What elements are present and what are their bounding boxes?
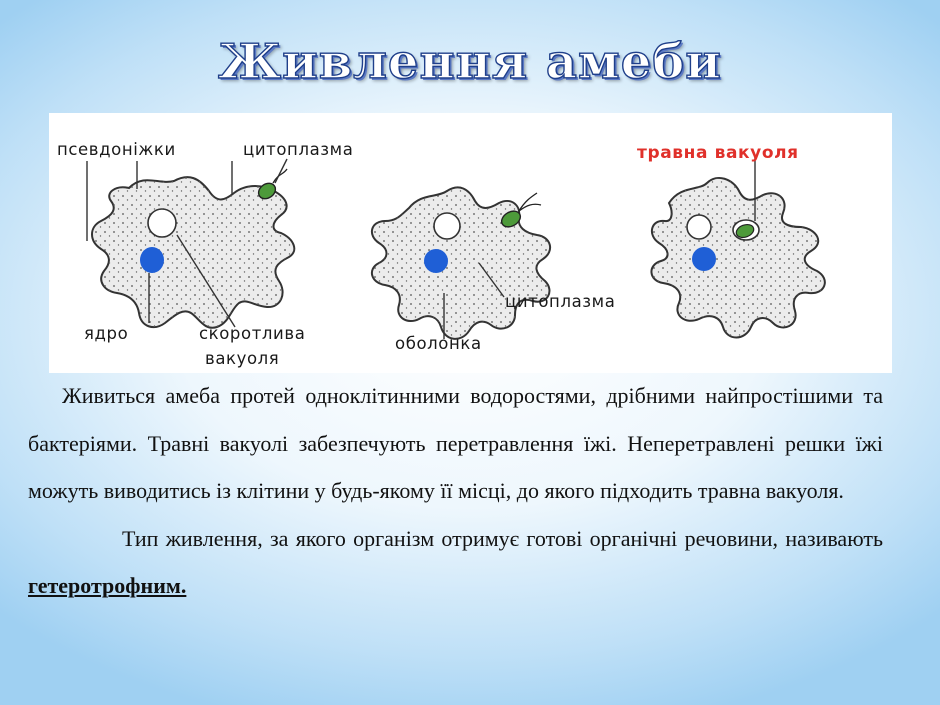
lesson-text: Живиться амеба протей одноклітинними вод… — [28, 372, 883, 610]
nucleus-1 — [140, 247, 164, 273]
label-digestive-vacuole: травна вакуоля — [637, 143, 799, 163]
label-contractile-vacuole-1: скоротлива — [199, 324, 305, 343]
term-heterotrophic: гетеротрофним. — [28, 573, 187, 598]
paragraph-feeding: Живиться амеба протей одноклітинними вод… — [28, 383, 883, 503]
amoeba-1 — [91, 168, 296, 329]
amoeba-diagram: псевдоніжки цитоплазма травна вакуоля яд… — [57, 140, 826, 368]
label-nucleus: ядро — [84, 324, 128, 343]
contractile-vacuole-3 — [686, 214, 712, 240]
amoeba-3 — [650, 176, 826, 339]
amoeba-2 — [370, 186, 552, 340]
label-cytoplasm-mid: цитоплазма — [505, 292, 615, 311]
nucleus-2 — [424, 249, 448, 273]
contractile-vacuole-1 — [147, 208, 177, 238]
slide-title: Живлення амеби — [217, 33, 722, 90]
contractile-vacuole-2 — [433, 212, 461, 240]
label-pseudopodia: псевдоніжки — [57, 140, 176, 159]
label-pointers — [86, 157, 756, 339]
label-cytoplasm-top: цитоплазма — [243, 140, 353, 159]
label-contractile-vacuole-2: вакуоля — [205, 349, 279, 368]
definition-text: Тип живлення, за якого організм отримує … — [122, 525, 883, 551]
amoeba-feeding-figure: псевдоніжки цитоплазма травна вакуоля яд… — [49, 113, 892, 373]
label-membrane: оболонка — [395, 334, 482, 353]
nucleus-3 — [692, 247, 716, 271]
paragraph-definition: Тип живлення, за якого організм отримує … — [28, 515, 883, 610]
prey-alga-2 — [500, 210, 522, 228]
prey-alga-1 — [257, 182, 277, 200]
